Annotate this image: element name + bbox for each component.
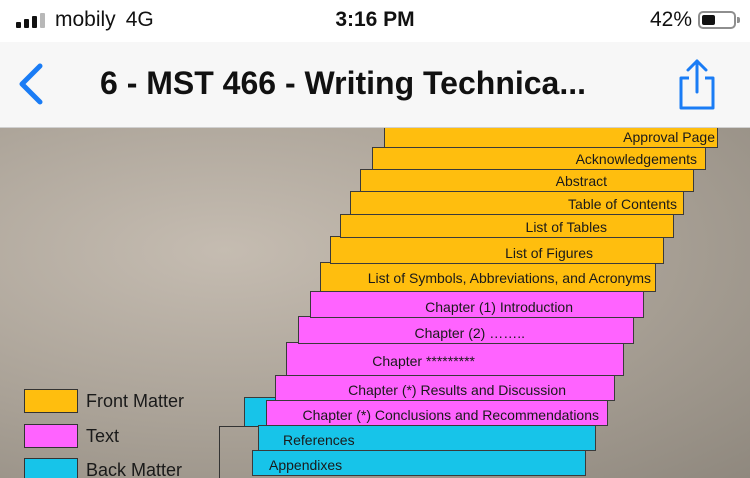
battery-icon <box>698 11 740 29</box>
signal-strength-icon <box>16 12 45 28</box>
status-right: 42% <box>649 8 740 32</box>
bar-label: Approval Page <box>623 129 715 145</box>
bar-label: Abstract <box>555 173 607 189</box>
legend-label: Front Matter <box>86 390 185 411</box>
bar-label: Chapter ********* <box>372 353 475 369</box>
text-bar-chapter-1: Chapter (1) Introduction <box>310 291 644 318</box>
text-bar-chapter-2: Chapter (2) …….. <box>298 316 634 344</box>
connector-line <box>219 426 258 478</box>
bar-label: Table of Contents <box>568 196 677 212</box>
front-bar-abstract: Abstract <box>360 169 694 192</box>
bar-label: Chapter (*) Conclusions and Recommendati… <box>302 407 599 423</box>
bar-label: Chapter (1) Introduction <box>425 299 573 315</box>
document-title: 6 - MST 466 - Writing Technica... <box>100 65 587 101</box>
status-left: mobily 4G <box>16 8 154 32</box>
legend-swatch <box>24 458 78 478</box>
legend-label: Text <box>86 425 120 446</box>
front-bar-approval-page: Approval Page <box>384 128 718 148</box>
legend-swatch <box>24 424 78 448</box>
legend-back-matter: Back Matter <box>24 458 182 478</box>
network-type: 4G <box>125 8 154 31</box>
text-bar-results: Chapter (*) Results and Discussion <box>275 375 615 401</box>
share-icon <box>679 59 715 110</box>
front-bar-list-of-tables: List of Tables <box>340 214 674 238</box>
bar-label: List of Figures <box>505 245 593 261</box>
bar-label: Chapter (2) …….. <box>414 325 525 341</box>
legend-text: Text <box>24 424 119 448</box>
chevron-left-icon <box>19 63 43 105</box>
back-matter-bar-references: References <box>258 425 596 451</box>
legend-label: Back Matter <box>86 459 183 478</box>
battery-percent: 42% <box>649 8 692 31</box>
clock: 3:16 PM <box>335 8 415 31</box>
front-bar-list-of-symbols: List of Symbols, Abbreviations, and Acro… <box>320 262 656 292</box>
bar-label: References <box>283 432 355 448</box>
back-button[interactable] <box>10 60 54 108</box>
front-bar-table-of-contents: Table of Contents <box>350 191 684 215</box>
status-bar: mobily 4G 3:16 PM 42% <box>0 0 750 42</box>
bar-label: List of Symbols, Abbreviations, and Acro… <box>367 270 651 286</box>
legend-swatch <box>24 389 78 413</box>
text-bar-chapter-stars: Chapter ********* <box>286 342 624 376</box>
share-button[interactable] <box>672 56 722 112</box>
front-bar-list-of-figures: List of Figures <box>330 236 664 264</box>
legend-front-matter: Front Matter <box>24 389 184 413</box>
back-matter-bar-appendixes-front: Appendixes <box>252 450 586 476</box>
bar-label: Chapter (*) Results and Discussion <box>348 382 566 398</box>
slide-image: Appendixes Appendixes References Chapter… <box>0 128 750 478</box>
bar-label: Appendixes <box>269 457 343 473</box>
carrier-name: mobily <box>55 8 116 31</box>
front-bar-acknowledgements: Acknowledgements <box>372 147 706 170</box>
text-bar-conclusions: Chapter (*) Conclusions and Recommendati… <box>266 400 608 426</box>
navigation-bar: 6 - MST 466 - Writing Technica... <box>0 42 750 128</box>
bar-label: List of Tables <box>525 219 607 235</box>
bar-label: Acknowledgements <box>575 151 697 167</box>
